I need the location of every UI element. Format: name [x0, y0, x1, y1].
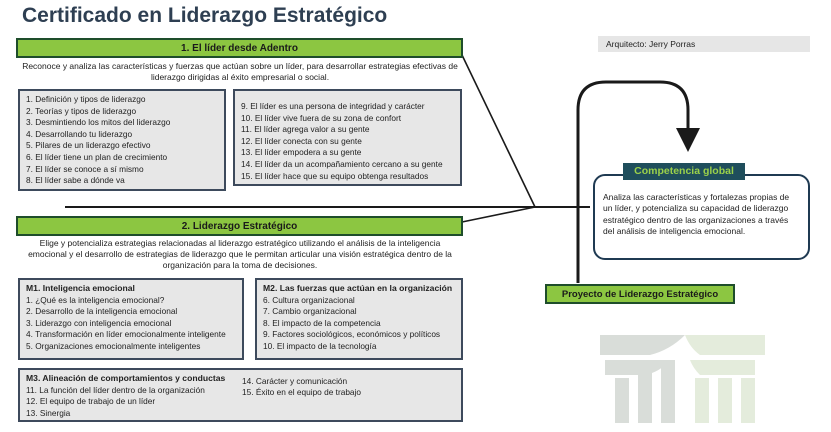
- list-item: 9. El líder es una persona de integridad…: [241, 101, 425, 111]
- list-item: 2. Teorías y tipos de liderazgo: [26, 105, 137, 116]
- list-item: 5. Organizaciones emocionalmente intelig…: [26, 340, 201, 351]
- list-item: 3. Liderazgo con inteligencia emocional: [26, 317, 172, 328]
- cycle-arrow: [576, 80, 700, 283]
- list-item: 1. ¿Qué es la inteligencia emocional?: [26, 294, 165, 305]
- section1-description: Reconoce y analiza las características y…: [22, 61, 458, 82]
- list-item: 13. Sinergia: [26, 407, 71, 418]
- module3-title: M3. Alineación de comportamientos y cond…: [26, 373, 226, 383]
- list-item: 3. Desmintiendo los mitos del liderazgo: [26, 117, 171, 128]
- list-item: 15. Éxito en el equipo de trabajo: [242, 387, 362, 398]
- logo-watermark-icon: [600, 335, 765, 423]
- list-item: 11. La función del líder dentro de la or…: [26, 384, 205, 395]
- list-item: 8. El impacto de la competencia: [263, 317, 381, 328]
- module3-box: M3. Alineación de comportamientos y cond…: [18, 368, 463, 422]
- list-item: 9. Factores sociológicos, económicos y p…: [263, 329, 441, 340]
- list-item: 8. El líder sabe a dónde va: [26, 175, 125, 186]
- diagonal-connector-top: [461, 54, 536, 208]
- list-item: 5. Pilares de un liderazgo efectivo: [26, 140, 151, 151]
- list-item: 1. Definición y tipos de liderazgo: [26, 94, 146, 104]
- list-item: 15. El líder hace que su equipo obtenga …: [241, 170, 429, 181]
- architect-label: Arquitecto: Jerry Porras: [598, 36, 810, 52]
- page-title: Certificado en Liderazgo Estratégico: [22, 4, 388, 27]
- module2-box: M2. Las fuerzas que actúan en la organiz…: [255, 278, 463, 360]
- section1-header: 1. El líder desde Adentro: [16, 38, 463, 58]
- list-item: 7. El líder se conoce a sí mismo: [26, 163, 144, 174]
- list-item: 6. El líder tiene un plan de crecimiento: [26, 151, 168, 162]
- list-item: 6. Cultura organizacional: [263, 294, 355, 305]
- list-item: 14. Carácter y comunicación: [242, 375, 348, 386]
- list-item: 4. Desarrollando tu liderazgo: [26, 128, 133, 139]
- section2-header: 2. Liderazgo Estratégico: [16, 216, 463, 236]
- section1-left-box: 1. Definición y tipos de liderazgo 2. Te…: [18, 89, 226, 191]
- list-item: 7. Cambio organizacional: [263, 306, 357, 317]
- section2-description: Elige y potencializa estrategias relacio…: [28, 238, 452, 270]
- list-item: 13. El líder empodera a su gente: [241, 147, 362, 158]
- competencia-text: Analiza las características y fortalezas…: [603, 192, 790, 237]
- diagonal-connector-bottom: [461, 206, 536, 223]
- list-item: 14. El líder da un acompañamiento cercan…: [241, 158, 443, 169]
- list-item: 12. El equipo de trabajo de un líder: [26, 396, 156, 407]
- list-item: 12. El líder conecta con su gente: [241, 135, 362, 146]
- module1-box: M1. Inteligencia emocional 1. ¿Qué es la…: [18, 278, 244, 360]
- competencia-panel: Analiza las características y fortalezas…: [593, 174, 810, 260]
- list-item: 2. Desarrollo de la inteligencia emocion…: [26, 306, 178, 317]
- module1-title: M1. Inteligencia emocional: [26, 283, 135, 293]
- proyecto-box: Proyecto de Liderazgo Estratégico: [545, 284, 735, 304]
- competencia-title: Competencia global: [623, 163, 745, 180]
- list-item: 10. El impacto de la tecnología: [263, 340, 377, 351]
- list-item: 10. El líder vive fuera de su zona de co…: [241, 112, 402, 123]
- list-item: 4. Transformación en líder emocionalment…: [26, 329, 226, 340]
- module2-title: M2. Las fuerzas que actúan en la organiz…: [263, 283, 453, 293]
- section1-right-box: 9. El líder es una persona de integridad…: [233, 89, 462, 186]
- list-item: 11. El líder agrega valor a su gente: [241, 124, 370, 135]
